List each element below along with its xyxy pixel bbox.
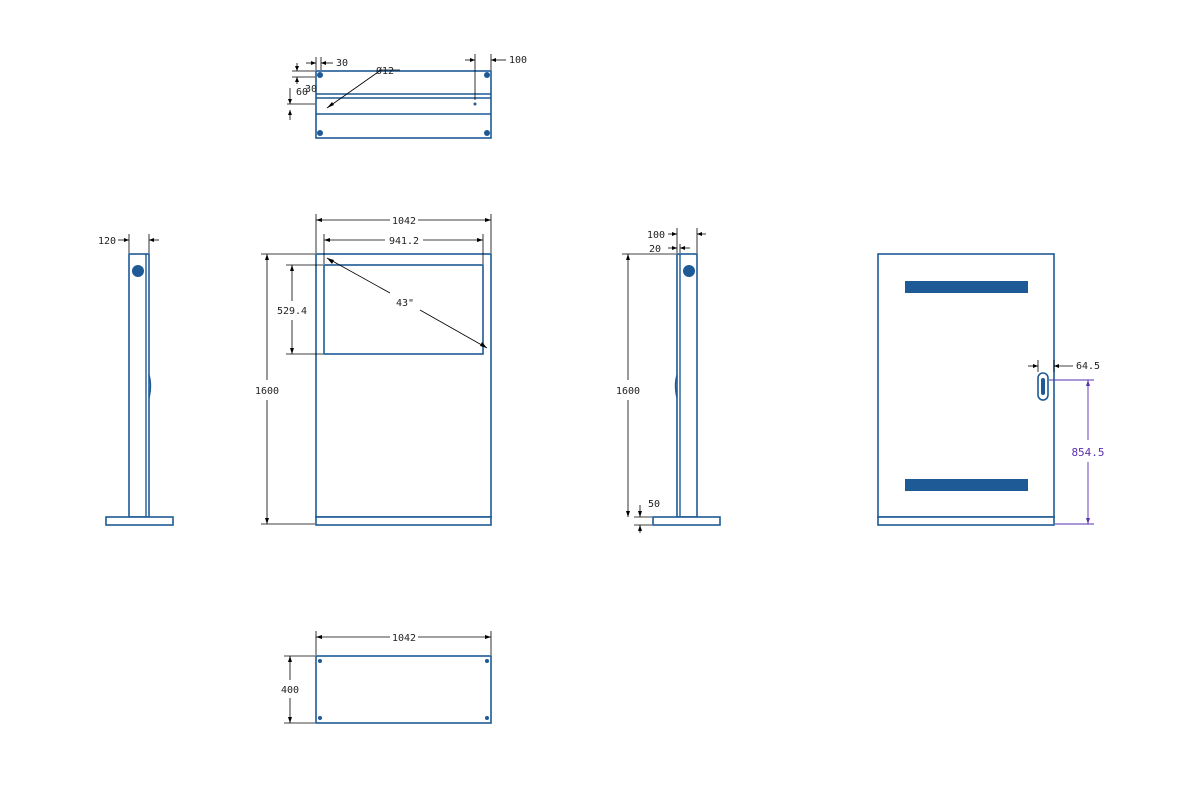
top-view: 30 100 60 30 Ø12 <box>287 54 527 139</box>
arrowhead <box>288 99 292 104</box>
top-view-outline <box>315 70 492 139</box>
dim-30-horizontal: 30 <box>336 58 348 69</box>
dim-100-top: 100 <box>509 55 527 66</box>
arrowhead <box>265 254 269 260</box>
arrowhead <box>124 238 129 242</box>
arrowhead <box>316 635 322 639</box>
arrowhead <box>327 258 334 264</box>
dim-60: 60 <box>296 87 308 98</box>
mounting-hole <box>485 716 489 720</box>
bottom-view-outline <box>315 655 492 724</box>
arrowhead <box>324 238 330 242</box>
dim-100-side: 100 <box>647 230 665 241</box>
mounting-hole <box>484 72 490 78</box>
mounting-hole <box>318 716 322 720</box>
arrowhead <box>480 342 487 348</box>
side-circle-mark <box>132 265 144 277</box>
arrowhead <box>327 102 334 108</box>
dim-20: 20 <box>649 244 661 255</box>
arrowhead <box>626 254 630 260</box>
dim-depth-400: 400 <box>281 685 299 696</box>
post-handle <box>674 374 678 399</box>
dim-width-1042-bottom: 1042 <box>392 633 416 644</box>
arrowhead <box>697 232 702 236</box>
bottom-view: 1042 400 <box>281 631 492 724</box>
vent-slot <box>905 479 1028 491</box>
arrowhead <box>295 77 299 82</box>
arrowhead <box>485 218 491 222</box>
front-base <box>315 516 492 526</box>
arrowhead <box>288 717 292 723</box>
dim-50: 50 <box>648 499 660 510</box>
dimension-line <box>419 309 488 349</box>
dim-height-1600-side: 1600 <box>616 386 640 397</box>
dimension-line <box>326 257 391 294</box>
dim-854-5: 854.5 <box>1071 446 1104 459</box>
arrowhead <box>1086 518 1090 524</box>
arrowhead <box>626 511 630 517</box>
arrowhead <box>1086 380 1090 386</box>
rear-base <box>877 516 1055 526</box>
mounting-hole <box>484 130 490 136</box>
arrowhead <box>295 66 299 71</box>
mounting-hole <box>317 72 323 78</box>
dim-120: 120 <box>98 236 116 247</box>
rear-body-outline <box>877 253 1055 518</box>
arrowhead <box>149 238 154 242</box>
dim-diagonal: 43" <box>396 298 414 309</box>
arrowhead <box>638 511 642 517</box>
mounting-hole <box>473 102 477 106</box>
arrowhead <box>311 61 316 65</box>
post-handle <box>148 374 152 399</box>
front-view: 1042 941.2 1600 529.4 43" <box>255 214 492 526</box>
right-side-view: 100 20 1600 50 <box>616 228 721 533</box>
dim-width-1042: 1042 <box>392 216 416 227</box>
arrowhead <box>290 265 294 271</box>
dim-64-5: 64.5 <box>1076 361 1100 372</box>
arrowhead <box>485 635 491 639</box>
rear-view: 64.5 854.5 <box>877 253 1105 526</box>
arrowhead <box>1054 364 1059 368</box>
arrowhead <box>288 656 292 662</box>
dim-hole-diameter: Ø12 <box>376 65 394 77</box>
arrowhead <box>1033 364 1038 368</box>
arrowhead <box>265 518 269 524</box>
arrowhead <box>477 238 483 242</box>
arrowhead <box>491 58 496 62</box>
side-circle-mark <box>683 265 695 277</box>
dim-height-1600: 1600 <box>255 386 279 397</box>
arrowhead <box>321 61 326 65</box>
left-side-view: 120 <box>98 234 174 526</box>
arrowhead <box>680 246 685 250</box>
arrowhead <box>470 58 475 62</box>
arrowhead <box>638 525 642 531</box>
mounting-hole <box>317 130 323 136</box>
mounting-hole <box>318 659 322 663</box>
arrowhead <box>316 218 322 222</box>
arrowhead <box>288 110 292 115</box>
arrowhead <box>290 348 294 354</box>
leader-line <box>326 69 382 109</box>
arrowhead <box>672 232 677 236</box>
dim-width-941: 941.2 <box>389 236 419 247</box>
arrowhead <box>672 246 677 250</box>
dim-screen-height: 529.4 <box>277 306 307 317</box>
screen-cutout <box>323 264 484 355</box>
dim-30-vertical: 30 <box>305 84 317 95</box>
door-lock-slot <box>1041 378 1045 395</box>
base-plate <box>105 516 174 526</box>
mounting-hole <box>485 659 489 663</box>
vent-slot <box>905 281 1028 293</box>
base-plate <box>652 516 721 526</box>
